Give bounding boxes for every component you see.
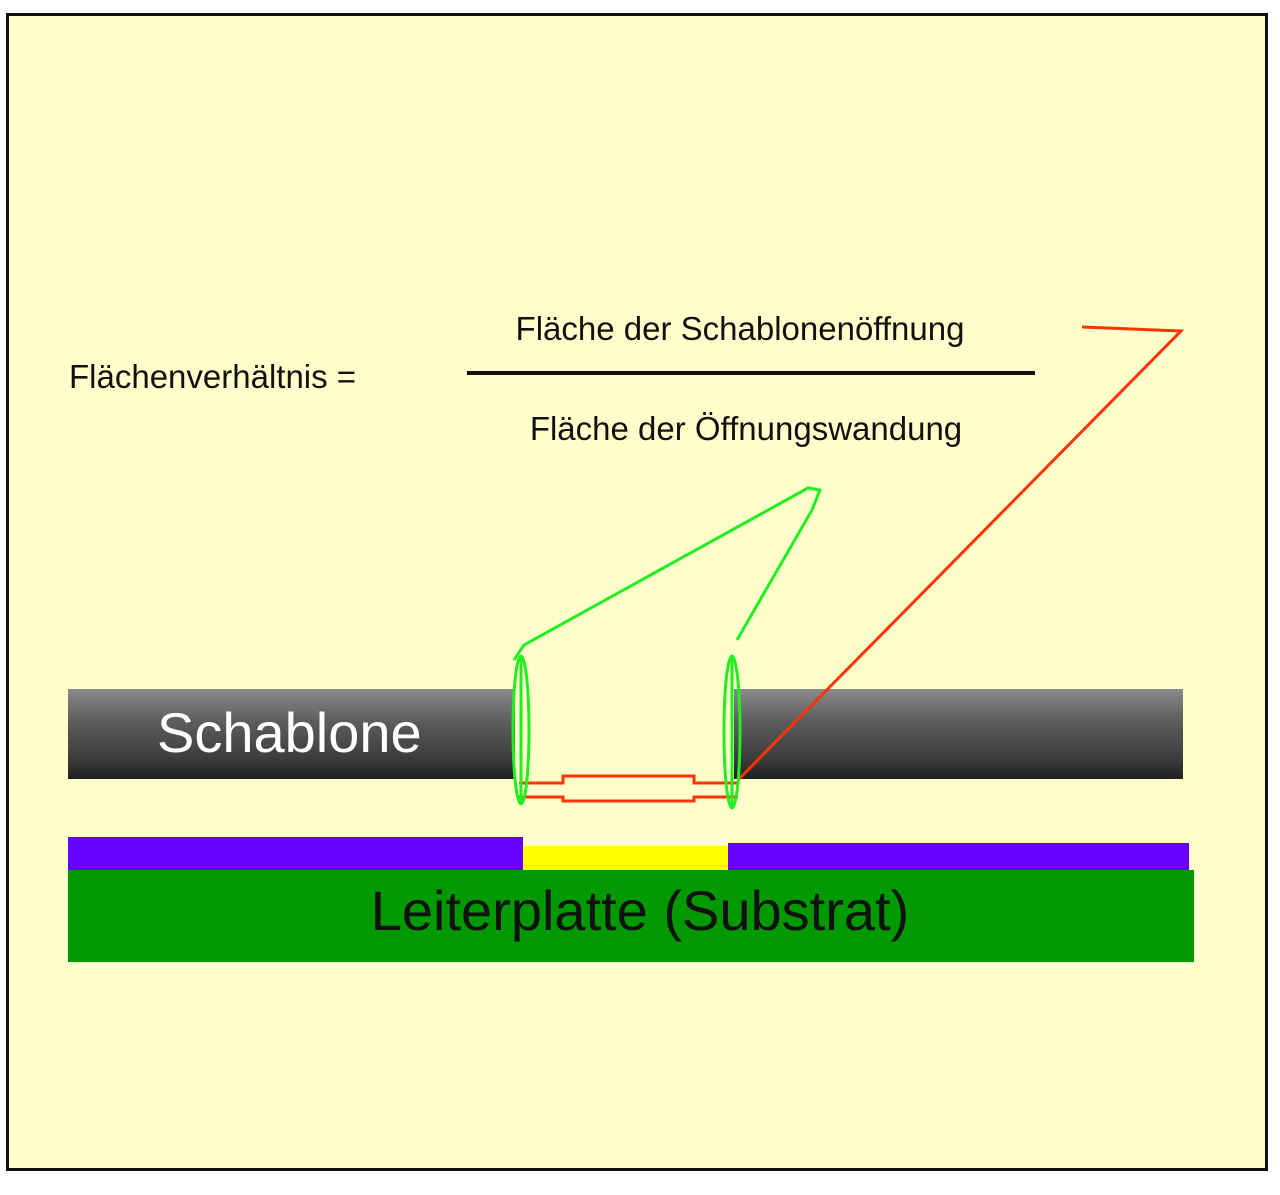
diagram-frame (6, 13, 1268, 1171)
stencil-label: Schablone (157, 701, 422, 764)
wall-area-marker (511, 486, 823, 810)
aperture-leader-line (736, 325, 1185, 782)
circuit-board (68, 870, 1194, 962)
solder-mask-right (728, 843, 1189, 872)
solder-mask-left (68, 837, 523, 872)
stencil-left (68, 689, 515, 779)
aperture-area-marker (519, 325, 1185, 803)
wall-leader-line (512, 486, 823, 661)
wall-outline-left (511, 654, 531, 806)
formula-lhs: Flächenverhältnis = (69, 358, 356, 395)
formula-denominator: Fläche der Öffnungswandung (530, 410, 962, 447)
substrate-label: Leiterplatte (Substrat) (371, 879, 909, 942)
formula-numerator: Fläche der Schablonenöffnung (516, 310, 965, 347)
solder-pad (523, 846, 728, 872)
aperture-outline-bottom (519, 795, 738, 803)
aperture-outline-top (519, 774, 738, 785)
stencil-right (734, 689, 1183, 779)
